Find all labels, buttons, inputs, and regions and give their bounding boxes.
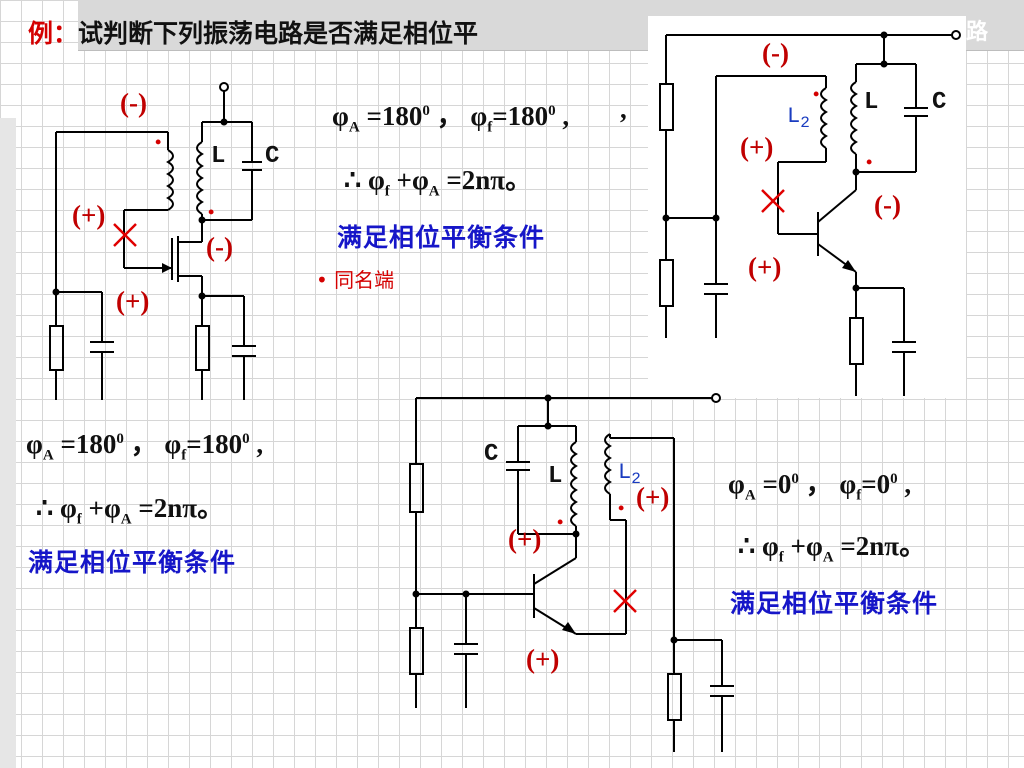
circuit-b-polarity-l2: (+) (740, 132, 773, 162)
circuit-b-polarity-base: (+) (748, 252, 781, 282)
circuit-b-formula-fragment: , (620, 94, 627, 124)
svg-text:•: • (813, 84, 819, 104)
circuit-c-polarity-collector: (+) (508, 524, 541, 554)
circuit-b-polarity-top: (-) (762, 38, 789, 68)
circuit-c-C-label: C (484, 441, 498, 468)
circuit-b-L2-label: L2 (787, 104, 810, 132)
circuit-c-condition: 满足相位平衡条件 (730, 589, 939, 618)
circuit-a-C-label: C (265, 143, 279, 170)
circuit-a-formula-line2: ∴ φf +φA =2nπ。 (344, 165, 533, 200)
circuit-a-L-label: L (211, 143, 225, 170)
circuit-a-diagram: • • L C (-) (+) (-) (+) (49, 82, 279, 400)
circuit-c-polarity-l2: (+) (636, 482, 669, 512)
circuit-c-L-label: L (548, 463, 562, 490)
legend-text: 同名端 (334, 268, 395, 292)
circuit-b-polarity-collector: (-) (874, 190, 901, 220)
circuit-b-L-label: L (864, 89, 878, 116)
legend-dot-marker: • (316, 268, 328, 292)
page-title: 例：试判断下列振荡电路是否满足相位平 (28, 14, 478, 50)
svg-text:•: • (557, 512, 563, 532)
circuit-b-diagram: • • L2 L C (-) (+) (-) (+) (648, 16, 966, 398)
title-lead: 例： (28, 19, 79, 48)
svg-text:•: • (618, 498, 624, 518)
title-question: 试判断下列振荡电路是否满足相位平 (78, 19, 479, 48)
circuit-c-formula-line1: φA =00 ， φf=00 , (728, 469, 912, 504)
svg-text:•: • (866, 152, 872, 172)
circuit-a-formula-line1: φA =1800 ， φf=1800 , (332, 101, 570, 136)
circuit-b-formula-line1: φA =1800 ， φf=1800 , (26, 429, 264, 464)
svg-text:•: • (208, 202, 214, 222)
circuit-b-condition: 满足相位平衡条件 (28, 548, 237, 577)
circuit-c-formula-line2: ∴ φf +φA =2nπ。 (738, 531, 927, 566)
left-edge-strip (0, 118, 16, 768)
circuit-c-polarity-emitter: (+) (526, 644, 559, 674)
circuit-a-polarity-source: (-) (206, 232, 233, 262)
title-bar-tail: 路 (965, 19, 988, 45)
circuit-b-formula-line2: ∴ φf +φA =2nπ。 (36, 493, 225, 528)
dot-convention-legend: • 同名端 (316, 264, 394, 293)
circuit-a-polarity-gate: (+) (116, 286, 149, 316)
circuit-c-diagram: • • C L L2 (+) (+) (+) (409, 393, 734, 752)
circuit-b-C-label: C (932, 89, 946, 116)
circuit-a-polarity-coil: (+) (72, 200, 105, 230)
circuit-c-L2-label: L2 (618, 460, 641, 488)
circuit-a-polarity-top: (-) (120, 88, 147, 118)
svg-text:•: • (155, 132, 161, 152)
circuit-a-condition: 满足相位平衡条件 (337, 223, 546, 252)
